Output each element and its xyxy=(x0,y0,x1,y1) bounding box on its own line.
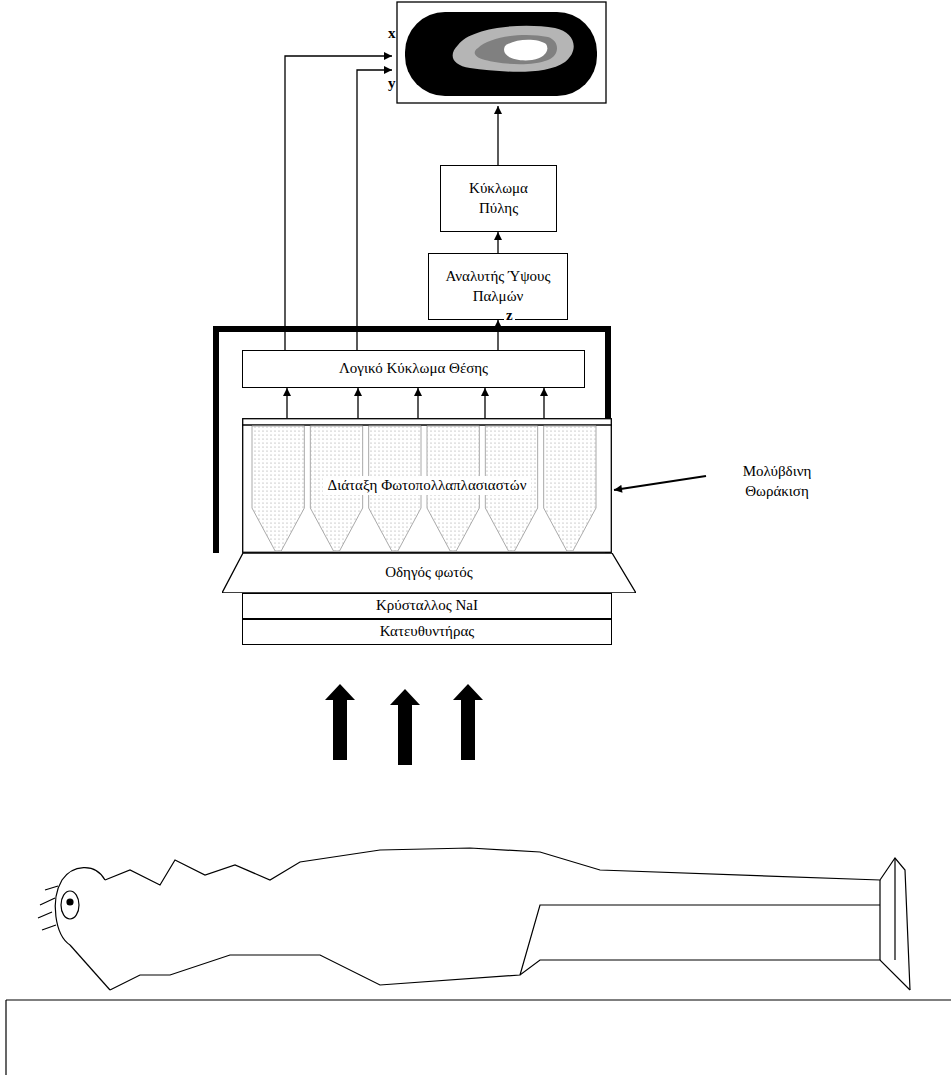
node-label: Αναλυτής Ύψους Παλμών xyxy=(443,267,553,306)
node-box: Κύκλωμα Πύλης xyxy=(440,165,557,232)
node-label: Κατευθυντήρας xyxy=(380,622,474,642)
signal-arrow xyxy=(484,388,485,418)
image-region-hot xyxy=(504,40,547,61)
signal-arrow xyxy=(417,388,418,418)
signal-arrow xyxy=(286,388,287,418)
x-signal-wire xyxy=(285,56,392,350)
leader-arrow xyxy=(614,476,706,490)
gamma-ray-arrows xyxy=(325,684,483,765)
signal-name: z xyxy=(504,306,515,326)
image-region-light xyxy=(453,26,574,72)
monitor-frame xyxy=(397,2,606,103)
node-box: Κατευθυντήρας xyxy=(242,619,612,645)
node-box: Λογικό Κύκλωμα Θέσης xyxy=(242,350,585,388)
node-label: Οδηγός φωτός xyxy=(385,563,473,583)
signal-name: y xyxy=(388,74,396,94)
node-box: Οδηγός φωτός xyxy=(222,553,636,593)
node-label: Κρύσταλλος NaI xyxy=(376,596,478,616)
node-label: Κύκλωμα Πύλης xyxy=(461,179,536,218)
image-region-mid xyxy=(475,35,557,64)
patient-figure xyxy=(6,848,951,1075)
part-name: Μολύβδινη Θωράκιση xyxy=(712,462,842,501)
signal-arrow xyxy=(497,320,498,350)
signal-arrow xyxy=(543,388,544,418)
node-box: Αναλυτής Ύψους Παλμών xyxy=(428,253,568,320)
signal-arrow xyxy=(497,232,498,253)
monitor-image xyxy=(405,12,597,96)
node-label: Λογικό Κύκλωμα Θέσης xyxy=(339,359,488,379)
node-label: Διάταξη Φωτοπολλαπλασιαστών xyxy=(323,476,530,496)
node-box: Διάταξη Φωτοπολλαπλασιαστών xyxy=(242,418,612,553)
gate-to-monitor-wire xyxy=(497,106,498,165)
y-signal-wire xyxy=(357,70,392,350)
signal-arrow xyxy=(357,388,358,418)
node-box: Κρύσταλλος NaI xyxy=(242,593,612,619)
signal-name: x xyxy=(388,24,396,44)
